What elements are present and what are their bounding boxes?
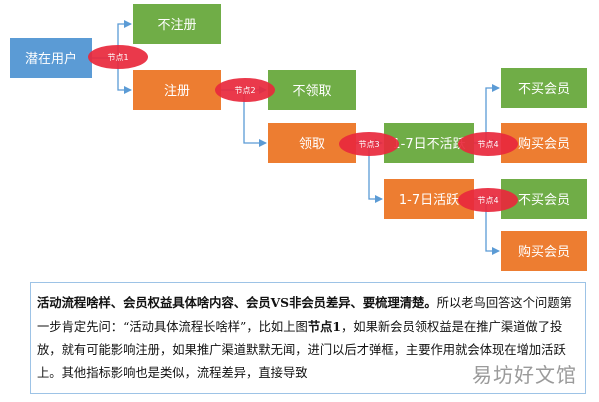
paragraph-bold-node: 节点1 [307, 319, 341, 334]
paragraph-text-2: ，如果新会员领权益是在推广渠道做了投放，就有可能影响注册，如果推广渠道默默无闻，… [37, 320, 566, 380]
flow-box-no-claim: 不领取 [268, 70, 356, 110]
box-label: 潜在用户 [25, 51, 77, 67]
node-ellipse [88, 45, 148, 69]
flow-box-inactive: 1-7日不活跃 [384, 123, 474, 163]
node-label: 节点4 [477, 140, 498, 149]
decision-node-n4a: 节点4 [458, 132, 518, 156]
flow-box-buy-2: 购买会员 [501, 231, 587, 271]
flow-box-active: 1-7日活跃 [384, 179, 474, 219]
flow-box-no-buy-1: 不买会员 [501, 68, 587, 108]
node-ellipse [458, 132, 518, 156]
decision-node-n3: 节点3 [339, 132, 399, 156]
decision-node-n2: 节点2 [215, 78, 275, 102]
decision-node-n1: 节点1 [88, 45, 148, 69]
box-label: 注册 [164, 84, 190, 99]
node-label: 节点2 [234, 86, 255, 95]
node-label: 节点4 [477, 196, 498, 205]
box-label: 不领取 [292, 84, 331, 99]
box-label: 购买会员 [518, 244, 570, 260]
node-label: 节点1 [107, 53, 128, 62]
box-label: 不买会员 [518, 193, 570, 208]
decision-nodes: 节点1 节点2 节点3 节点4 节点4 [88, 45, 518, 212]
node-label: 节点3 [358, 140, 379, 149]
box-label: 领取 [299, 137, 325, 152]
flow-box-no-reg: 不注册 [133, 4, 221, 44]
flow-box-reg: 注册 [133, 70, 221, 110]
connector-arrow [368, 143, 383, 203]
box-label: 1-7日不活跃 [392, 137, 465, 152]
node-ellipse [339, 132, 399, 156]
box-shape [268, 70, 356, 110]
box-shape [133, 70, 221, 110]
watermark: 易坊好文馆 [472, 363, 577, 387]
box-label: 不买会员 [518, 82, 570, 97]
box-label: 1-7日活跃 [399, 193, 459, 208]
paragraph-text-1: 所以老鸟回答这个问题第一步肯定先问：“活动具体流程长啥样”，比如上图 [37, 296, 572, 334]
box-shape [501, 231, 587, 271]
description-paragraph: 活动流程啥样、会员权益具体啥内容、会员VS非会员差异、要梳理清楚。所以老鸟回答这… [30, 282, 586, 394]
box-shape [10, 38, 92, 78]
flow-box-user: 潜在用户 [10, 38, 92, 78]
flow-box-no-buy-2: 不买会员 [501, 179, 587, 219]
node-ellipse [458, 188, 518, 212]
box-label: 不注册 [157, 18, 196, 33]
box-shape [501, 68, 587, 108]
connector-arrow [243, 90, 267, 147]
decision-node-n4b: 节点4 [458, 188, 518, 212]
box-shape [133, 4, 221, 44]
node-ellipse [215, 78, 275, 102]
paragraph-bold-intro: 活动流程啥样、会员权益具体啥内容、会员VS非会员差异、要梳理清楚。 [37, 295, 437, 310]
box-label: 购买会员 [518, 136, 570, 152]
